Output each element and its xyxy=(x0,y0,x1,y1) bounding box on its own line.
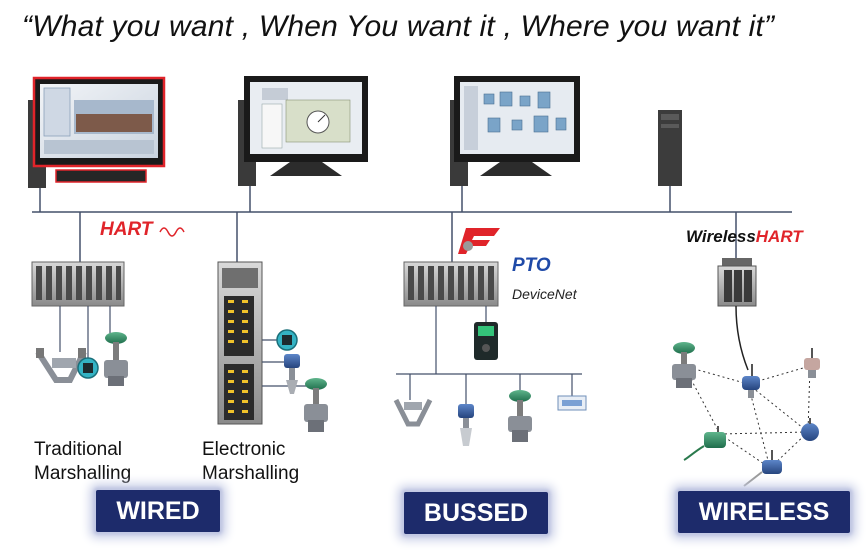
traditional-caption-line1: Traditional xyxy=(34,439,123,460)
wireless-hart-logo-part1: Wireless xyxy=(686,227,756,246)
transmitter-display-icon-2 xyxy=(276,329,298,351)
electronic-caption-line1: Electronic xyxy=(202,439,286,460)
control-valve-icon-1 xyxy=(104,332,128,386)
bussed-io-rack xyxy=(403,261,499,374)
wireless-hart-logo-part2: HART xyxy=(755,227,803,246)
wireless-temperature-icon xyxy=(743,450,782,487)
wireless-transmitter-icon-1 xyxy=(742,364,760,398)
traditional-marshalling-caption: Traditional Marshalling xyxy=(34,438,131,486)
transmitter-display-icon xyxy=(77,357,99,379)
wireless-transmitter-icon-2 xyxy=(804,348,820,378)
control-valve-icon-3 xyxy=(508,390,532,442)
wired-badge: WIRED xyxy=(96,490,220,532)
slogan-title: “What you want , When You want it , Wher… xyxy=(22,10,775,43)
fieldbus-segment xyxy=(396,373,582,404)
coriolis-flowmeter-icon-2 xyxy=(393,398,433,427)
control-valve-icon-2 xyxy=(304,378,328,432)
bussed-badge: BUSSED xyxy=(404,492,548,534)
workstation-2 xyxy=(238,76,368,186)
hart-logo: HART xyxy=(100,219,153,240)
wireless-gateway-icon xyxy=(717,258,757,371)
wireless-transmitter-icon-3 xyxy=(683,426,726,461)
bus-module-icon xyxy=(557,395,587,411)
wireless-valve-icon xyxy=(672,342,696,388)
wireless-hart-logo: WirelessHART xyxy=(686,227,803,247)
wired-io-rack xyxy=(31,261,125,358)
electronic-marshalling-cabinet xyxy=(217,261,312,425)
fieldbus-logo-icon xyxy=(458,226,500,254)
workstation-1 xyxy=(28,76,166,188)
coriolis-flowmeter-icon xyxy=(35,348,87,383)
pressure-transmitter-icon xyxy=(284,354,300,394)
wireless-badge: WIRELESS xyxy=(678,491,850,533)
pto-logo: PTO xyxy=(512,255,551,276)
workstation-4-tower xyxy=(658,110,682,186)
devicenet-logo: DeviceNet xyxy=(512,286,577,302)
traditional-caption-line2: Marshalling xyxy=(34,463,132,484)
workstation-3 xyxy=(450,76,580,186)
network-bus xyxy=(32,184,792,262)
electronic-caption-line2: Marshalling xyxy=(202,463,300,484)
electronic-marshalling-caption: Electronic Marshalling xyxy=(202,438,299,486)
level-transmitter-icon xyxy=(458,404,474,446)
wireless-transmitter-icon-4 xyxy=(801,418,819,441)
motor-drive-icon xyxy=(474,322,498,360)
